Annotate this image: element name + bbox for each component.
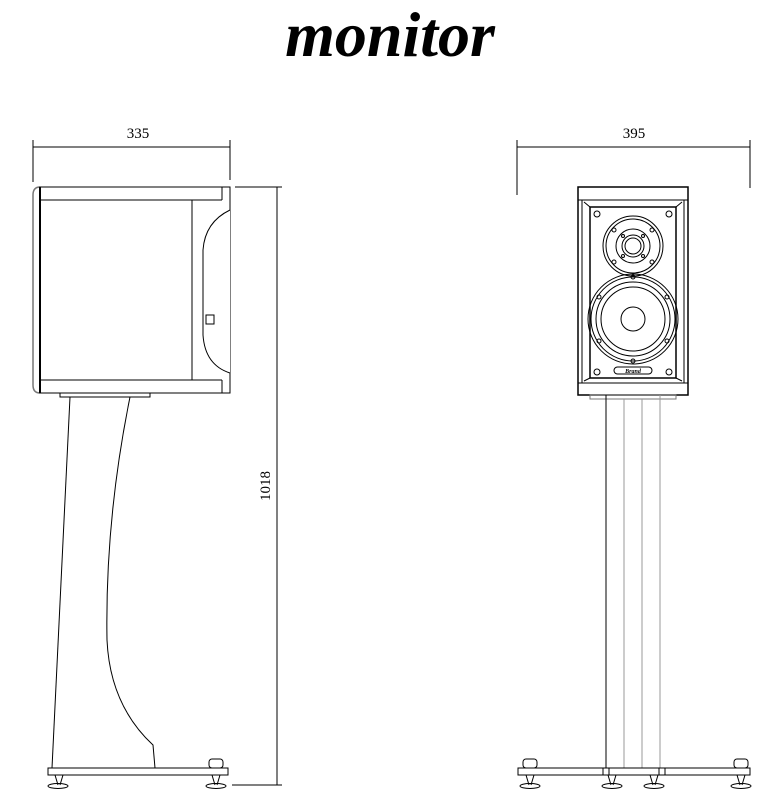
height-dimension: 1018 [232,186,282,786]
depth-dimension: 335 [32,126,231,182]
brand-logo: Brand [624,369,642,375]
woofer [587,273,679,365]
side-view [32,186,231,789]
drawing-title: monitor [285,0,495,70]
width-dimension: 395 [516,126,751,195]
front-view: Brand [517,186,752,789]
speaker-terminal [205,314,215,325]
tweeter [602,215,664,277]
feet [519,758,752,789]
width-label: 395 [623,126,646,142]
brand-logo-plate [613,366,653,375]
height-label: 1018 [258,471,274,501]
depth-label: 335 [127,126,150,142]
